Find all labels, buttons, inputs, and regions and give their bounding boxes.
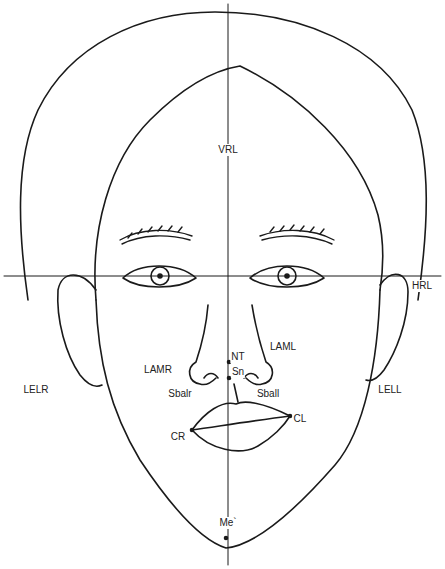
landmark-label: Sbalr xyxy=(167,388,192,400)
landmark-label: LELR xyxy=(22,384,49,396)
menton-point xyxy=(225,537,228,540)
vertical-reference-line xyxy=(228,4,229,565)
mouth xyxy=(191,402,292,451)
eyes xyxy=(123,266,324,287)
landmark-label: Sn xyxy=(231,366,245,378)
face-contour xyxy=(96,290,380,548)
landmark-label: LAMR xyxy=(143,364,173,376)
landmark-label: LAML xyxy=(269,341,297,353)
landmark-label: CR xyxy=(170,431,186,443)
vertical-reference-label: VRL xyxy=(217,144,238,156)
eyebrows xyxy=(120,225,334,244)
landmark-label: NT xyxy=(230,351,245,363)
horizontal-reference-line xyxy=(4,276,441,277)
landmark-label: CL xyxy=(293,413,308,425)
landmark-label: Sball xyxy=(256,388,280,400)
right-ear xyxy=(366,274,408,380)
hair-outline xyxy=(20,12,426,300)
horizontal-reference-label: HRL xyxy=(411,280,433,292)
left-ear xyxy=(58,275,102,386)
philtrum xyxy=(234,384,238,402)
hairline xyxy=(95,66,383,300)
landmark-label: LELL xyxy=(377,384,402,396)
nose xyxy=(190,305,273,385)
landmark-label: Me` xyxy=(218,517,237,529)
